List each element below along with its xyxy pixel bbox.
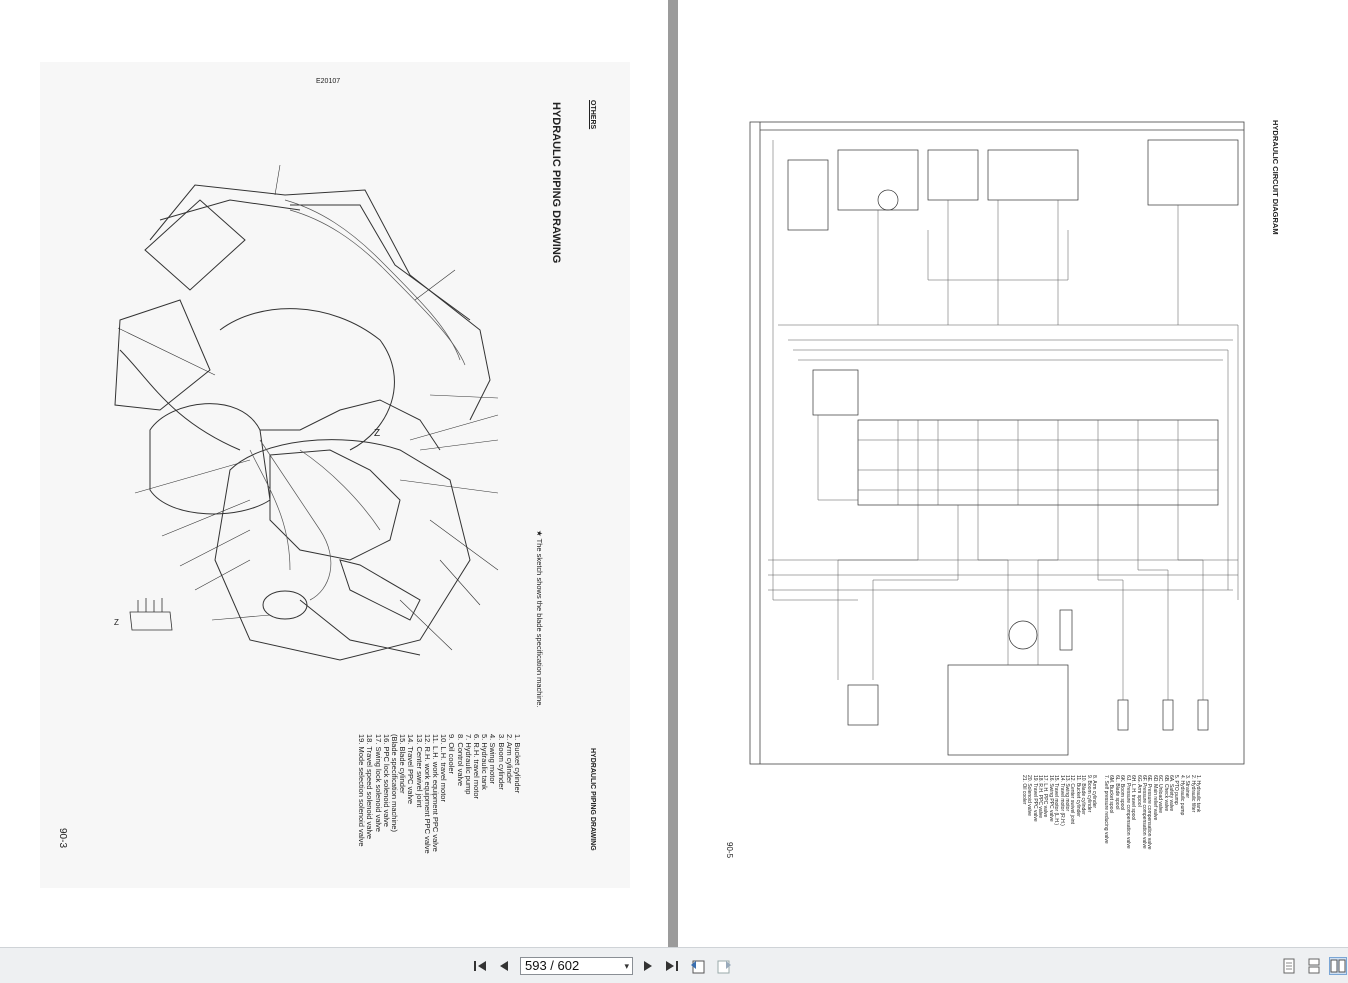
single-page-view-icon[interactable] xyxy=(1281,958,1297,974)
go-forward-view-icon[interactable] xyxy=(716,958,732,974)
viewer-toolbar: 593 / 602 ▾ xyxy=(0,947,1348,983)
chevron-down-icon[interactable]: ▾ xyxy=(624,961,629,971)
doc-code: E20107 xyxy=(316,78,341,85)
view-z-label: Z xyxy=(374,428,381,439)
piping-drawing xyxy=(114,164,499,661)
circuit-diagram xyxy=(749,121,1245,765)
next-page-icon[interactable] xyxy=(640,958,656,974)
first-page-icon[interactable] xyxy=(472,958,488,974)
page-left: E20107 OTHERS HYDRAULIC PIPING DRAWING ★… xyxy=(0,0,668,947)
document-viewer: E20107 OTHERS HYDRAULIC PIPING DRAWING ★… xyxy=(0,0,1348,947)
two-page-view-icon[interactable] xyxy=(1329,957,1347,975)
previous-page-icon[interactable] xyxy=(496,958,512,974)
page-number-field[interactable]: 593 / 602 ▾ xyxy=(520,957,633,975)
scan-area xyxy=(40,62,630,888)
last-page-icon[interactable] xyxy=(664,958,680,974)
page-number-value: 593 / 602 xyxy=(525,958,580,973)
page-right: HYDRAULIC CIRCUIT DIAGRAM 90-5 1. Hydrau… xyxy=(678,0,1348,947)
go-back-view-icon[interactable] xyxy=(690,958,706,974)
view-z-caption: Z xyxy=(114,618,119,627)
continuous-view-icon[interactable] xyxy=(1306,958,1322,974)
